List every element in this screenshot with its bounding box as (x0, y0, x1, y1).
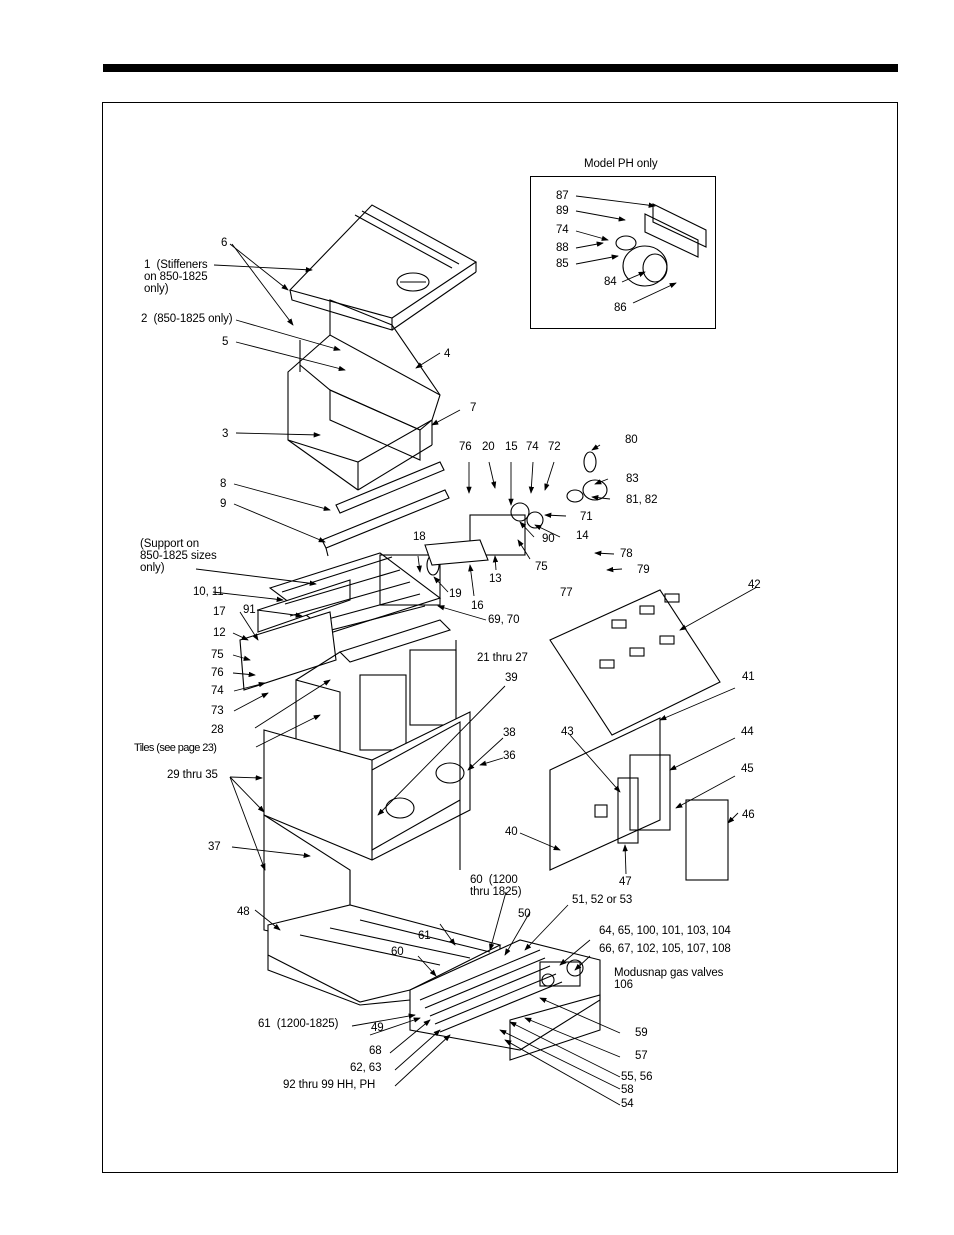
callout-46: 46 (742, 809, 755, 821)
callout-28: 28 (211, 724, 224, 736)
callout-38: 38 (503, 727, 516, 739)
top-cover-part (288, 204, 478, 331)
heat-exchanger-part (239, 552, 442, 691)
model-ph-inset-box (530, 176, 716, 329)
callout-10-11: 10, 11 (193, 586, 224, 598)
callout-41: 41 (742, 671, 755, 683)
callout-17: 17 (213, 606, 226, 618)
callout-87: 87 (556, 190, 569, 202)
callout-85: 85 (556, 258, 569, 270)
callout-75-top: 75 (535, 561, 548, 573)
ph-blower-parts (615, 203, 707, 287)
callout-5: 5 (222, 336, 229, 348)
callout-80: 80 (625, 434, 638, 446)
callout-9: 9 (220, 498, 227, 510)
callout-20: 20 (482, 441, 495, 453)
callout-37: 37 (208, 841, 221, 853)
callout-83: 83 (626, 473, 639, 485)
callout-74-top: 74 (526, 441, 539, 453)
callout-50: 50 (518, 908, 531, 920)
callout-tiles: Tiles (see page 23) (134, 742, 217, 754)
top-rule (103, 64, 898, 72)
callout-66-group: 66, 67, 102, 105, 107, 108 (599, 943, 731, 955)
callout-modusnap: Modusnap gas valves 106 (614, 967, 724, 991)
callout-64-group: 64, 65, 100, 101, 103, 104 (599, 925, 731, 937)
callout-61-top: 61 (418, 930, 431, 942)
callout-42: 42 (748, 579, 761, 591)
callout-62-63: 62, 63 (350, 1062, 382, 1074)
callout-4: 4 (444, 348, 451, 360)
figure-frame (102, 102, 898, 1173)
callout-45: 45 (741, 763, 754, 775)
callout-8: 8 (220, 478, 227, 490)
callout-39: 39 (505, 672, 518, 684)
callout-support: (Support on 850-1825 sizes only) (140, 538, 217, 574)
callout-18: 18 (413, 531, 426, 543)
callout-84: 84 (604, 276, 617, 288)
callout-47: 47 (619, 876, 632, 888)
callout-69-70: 69, 70 (488, 614, 520, 626)
callout-59: 59 (635, 1027, 648, 1039)
callout-75-left: 75 (211, 649, 224, 661)
callout-78: 78 (620, 548, 633, 560)
callout-72: 72 (548, 441, 561, 453)
callout-6: 6 (221, 237, 228, 249)
callout-7: 7 (470, 402, 477, 414)
callout-55-56: 55, 56 (621, 1071, 653, 1083)
callout-40: 40 (505, 826, 518, 838)
flue-collector-part (287, 299, 441, 491)
callout-60-1200: 60 (1200 thru 1825) (470, 874, 522, 898)
callout-15: 15 (505, 441, 518, 453)
jacket-part (263, 711, 471, 951)
callout-89: 89 (556, 205, 569, 217)
callout-44: 44 (741, 726, 754, 738)
leader-lines (195, 195, 758, 1106)
callout-86: 86 (614, 302, 627, 314)
callout-74-left: 74 (211, 685, 224, 697)
callout-2: 2 (850-1825 only) (141, 313, 233, 325)
callout-21-27: 21 thru 27 (477, 652, 528, 664)
callout-90: 90 (542, 533, 555, 545)
burner-tray-part (409, 939, 601, 1061)
callout-14: 14 (576, 530, 589, 542)
callout-60: 60 (391, 946, 404, 958)
callout-58: 58 (621, 1084, 634, 1096)
callout-74-inset: 74 (556, 224, 569, 236)
callout-61-1200: 61 (1200-1825) (258, 1018, 339, 1030)
callout-3: 3 (222, 428, 229, 440)
callout-57: 57 (635, 1050, 648, 1062)
base-part (267, 904, 502, 1006)
callout-13: 13 (489, 573, 502, 585)
callout-19: 19 (449, 588, 462, 600)
control-panel-part (549, 589, 729, 881)
callout-91: 91 (243, 604, 256, 616)
callout-54: 54 (621, 1098, 634, 1110)
callout-92-99: 92 thru 99 HH, PH (283, 1079, 376, 1091)
baffle-rails-part (321, 461, 450, 557)
callout-68: 68 (369, 1045, 382, 1057)
callout-79: 79 (637, 564, 650, 576)
callout-12: 12 (213, 627, 226, 639)
model-ph-caption: Model PH only (584, 158, 658, 170)
callout-73: 73 (211, 705, 224, 717)
callout-77: 77 (560, 587, 573, 599)
callout-71: 71 (580, 511, 593, 523)
callout-16: 16 (471, 600, 484, 612)
callout-43: 43 (561, 726, 574, 738)
callout-88: 88 (556, 242, 569, 254)
callout-76-left: 76 (211, 667, 224, 679)
callout-29-35: 29 thru 35 (167, 769, 218, 781)
gas-manifold-part (424, 451, 608, 566)
callout-76-top: 76 (459, 441, 472, 453)
callout-1: 1 (Stiffeners on 850-1825 only) (144, 259, 208, 295)
callout-49: 49 (371, 1022, 384, 1034)
callout-36: 36 (503, 750, 516, 762)
callout-48: 48 (237, 906, 250, 918)
callout-81-82: 81, 82 (626, 494, 658, 506)
callout-51-52-53: 51, 52 or 53 (572, 894, 633, 906)
